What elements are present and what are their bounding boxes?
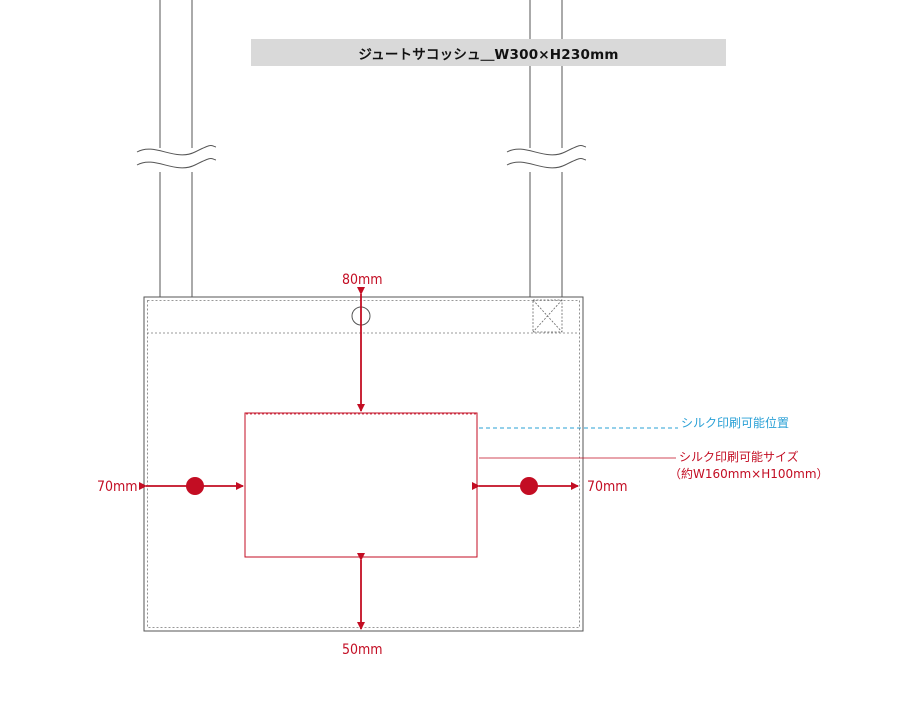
print-size-detail: （約W160mm×H100mm） [669,467,829,481]
dimension-left-label: 70mm [97,479,138,495]
title-bar: ジュートサコッシュ＿W300×H230mm [251,39,726,66]
dimension-top-label: 80mm [342,272,383,288]
print-size-note: シルク印刷可能サイズ [679,450,799,464]
page-title: ジュートサコッシュ＿W300×H230mm [358,46,619,63]
print-position-note: シルク印刷可能位置 [681,416,790,430]
left-dot-icon [186,477,204,495]
right-strap [529,0,563,297]
right-dot-icon [520,477,538,495]
left-strap-break-icon [136,144,217,172]
left-strap [159,0,193,297]
dimension-right-label: 70mm [587,479,628,495]
dimension-bottom-label: 50mm [342,642,383,658]
right-strap-break-icon [506,144,587,172]
print-area [244,412,478,558]
gusset-mark-icon [532,299,563,333]
